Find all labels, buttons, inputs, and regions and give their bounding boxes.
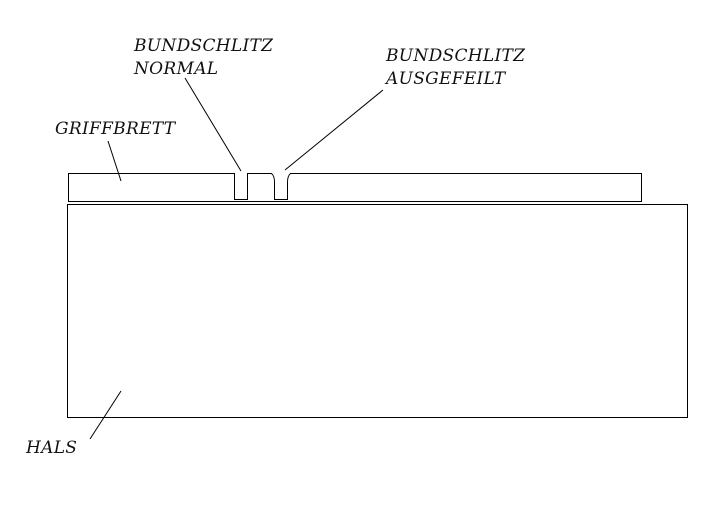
leader-neck [89, 390, 122, 440]
label-slot-filed-line1: BUNDSCHLITZ [385, 46, 526, 66]
leader-fingerboard [107, 140, 122, 182]
neck-body [67, 204, 688, 418]
label-slot-filed-line2: AUSGEFEILT [384, 69, 507, 89]
fingerboard-outline [68, 173, 642, 202]
label-fingerboard: GRIFFBRETT [55, 119, 177, 139]
label-slot-normal-line2: NORMAL [133, 59, 218, 79]
leader-slot-filed [284, 89, 384, 171]
label-neck: HALS [25, 438, 77, 458]
leader-slot-normal [184, 77, 242, 172]
label-slot-normal-line1: BUNDSCHLITZ [133, 36, 274, 56]
